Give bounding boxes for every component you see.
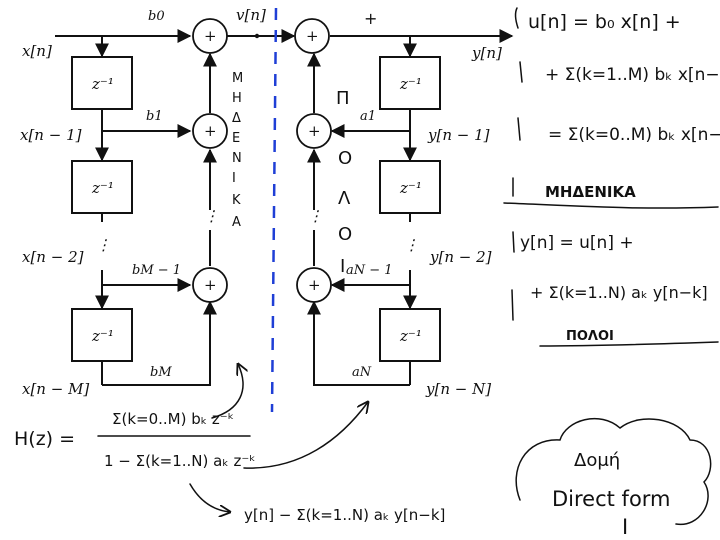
iir-equations: y[n] = u[n] + + Σ(k=1..N) aₖ y[n−k] ΠΟΛΟ… bbox=[511, 231, 719, 347]
adder bbox=[296, 113, 332, 149]
tf-numerator: Σ(k=0..M) bₖ z⁻ᵏ bbox=[112, 410, 234, 428]
fir-equations: u[n] = b₀ x[n] + + Σ(k=1..M) bₖ x[n−k] =… bbox=[503, 7, 720, 209]
delay-box bbox=[71, 160, 133, 214]
dots: ⋮ bbox=[96, 236, 111, 254]
zeros-letter: Δ bbox=[232, 111, 241, 126]
dots: ⋮ bbox=[204, 207, 219, 225]
signal-label: x[n − 2] bbox=[22, 248, 84, 266]
delay-label: z⁻¹ bbox=[91, 327, 114, 345]
structure-title: Δομή bbox=[574, 450, 620, 471]
signal-label: y[n − 2] bbox=[429, 248, 492, 266]
bracket-mark bbox=[517, 117, 521, 141]
cloud-outline bbox=[515, 417, 712, 525]
separator-line bbox=[539, 341, 719, 347]
bracket-mark bbox=[514, 7, 519, 29]
coeff-label: aN − 1 bbox=[346, 263, 393, 278]
adder-symbol: + bbox=[306, 27, 319, 45]
separator-line bbox=[503, 202, 719, 209]
coeff-label: bM bbox=[150, 365, 172, 380]
signal-label: x[n] bbox=[22, 42, 52, 60]
poles-letter: Ι bbox=[340, 256, 345, 277]
signal-label: v[n] bbox=[236, 6, 266, 24]
coeff-label: a1 bbox=[360, 109, 376, 124]
poles-letter: Π bbox=[336, 88, 350, 109]
poles-letter: Ο bbox=[338, 224, 352, 245]
delay-label: z⁻¹ bbox=[91, 179, 114, 197]
fir-eq-line3: = Σ(k=0..M) bₖ x[n−k] bbox=[548, 125, 720, 145]
delay-box bbox=[379, 160, 441, 214]
zeros-vertical-label: Μ Η Δ Ε Ν Ι Κ Α bbox=[232, 71, 243, 230]
poles-letter: Λ bbox=[338, 188, 351, 209]
zeros-letter: Η bbox=[232, 91, 242, 106]
adder-symbol: + bbox=[308, 276, 321, 294]
signal-label: x[n − M] bbox=[22, 380, 89, 398]
dots: ⋮ bbox=[308, 207, 323, 225]
divider-line bbox=[270, 7, 278, 413]
tap-line bbox=[307, 300, 410, 386]
zeros-letter: Α bbox=[232, 215, 241, 230]
adder-symbol: + bbox=[204, 122, 217, 140]
adder-symbol: + bbox=[308, 122, 321, 140]
tap-line bbox=[102, 300, 217, 386]
transfer-function: H(z) = Σ(k=0..M) bₖ z⁻ᵏ 1 − Σ(k=1..N) aₖ… bbox=[14, 364, 445, 524]
feedforward-section: z⁻¹ z⁻¹ z⁻¹ ⋮ ⋮ + + + x[n] x[n − 1] x[n … bbox=[20, 9, 228, 398]
adder bbox=[192, 267, 228, 303]
adder-symbol: + bbox=[204, 276, 217, 294]
denominator-arrow bbox=[243, 402, 368, 469]
zeros-letter: Μ bbox=[232, 71, 243, 86]
bracket-mark bbox=[519, 61, 523, 83]
plus-marker: + bbox=[364, 9, 377, 28]
zeros-letter: Ε bbox=[232, 131, 240, 146]
delay-label: z⁻¹ bbox=[399, 327, 422, 345]
adder bbox=[294, 18, 330, 54]
coeff-label: bM − 1 bbox=[132, 263, 181, 278]
coeff-label: aN bbox=[352, 365, 372, 380]
signal-label: x[n − 1] bbox=[20, 126, 82, 144]
difference-equation: y[n] − Σ(k=1..N) aₖ y[n−k] bbox=[244, 506, 445, 524]
iir-eq-line1: y[n] = u[n] + bbox=[520, 233, 634, 253]
bracket-mark bbox=[512, 231, 515, 253]
bracket-mark bbox=[511, 289, 514, 321]
delay-box bbox=[379, 308, 441, 362]
structure-numeral: I bbox=[622, 515, 628, 539]
delay-box bbox=[379, 56, 441, 110]
adder bbox=[192, 113, 228, 149]
delay-label: z⁻¹ bbox=[399, 75, 422, 93]
dots: ⋮ bbox=[404, 236, 419, 254]
tf-denominator: 1 − Σ(k=1..N) aₖ z⁻ᵏ bbox=[104, 452, 256, 470]
delay-label: z⁻¹ bbox=[91, 75, 114, 93]
poles-letter: Ο bbox=[338, 148, 352, 169]
numerator-arrow bbox=[211, 364, 243, 419]
poles-vertical-label: Π Ο Λ Ο Ι bbox=[336, 88, 352, 277]
zeros-letter: Κ bbox=[232, 193, 241, 208]
adder bbox=[296, 267, 332, 303]
structure-cloud: Δομή Direct form I bbox=[515, 417, 712, 539]
tf-lhs: H(z) = bbox=[14, 428, 75, 450]
iir-label: ΠΟΛΟΙ bbox=[566, 329, 614, 344]
signal-label: y[n − 1] bbox=[427, 126, 490, 144]
coeff-label: b1 bbox=[146, 109, 163, 124]
structure-name: Direct form bbox=[552, 487, 671, 511]
delay-label: z⁻¹ bbox=[399, 179, 422, 197]
delay-box bbox=[71, 56, 133, 110]
fir-label: ΜΗΔΕΝΙΚΑ bbox=[545, 183, 636, 201]
fir-eq-line2: + Σ(k=1..M) bₖ x[n−k] bbox=[545, 65, 720, 85]
fir-eq-line1: u[n] = b₀ x[n] + bbox=[528, 11, 681, 33]
coeff-label: b0 bbox=[148, 9, 165, 24]
delay-box bbox=[71, 308, 133, 362]
signal-label: y[n] bbox=[471, 44, 502, 62]
signal-label: y[n − N] bbox=[425, 380, 491, 398]
adder-symbol: + bbox=[204, 27, 217, 45]
feedback-section: ⋮ z⁻¹ z⁻¹ z⁻¹ ⋮ + + + y[n] y[n − 1] y[n … bbox=[294, 18, 514, 398]
iir-eq-line2: + Σ(k=1..N) aₖ y[n−k] bbox=[530, 283, 708, 302]
v-node bbox=[254, 33, 260, 39]
zeros-letter: Ι bbox=[232, 171, 236, 186]
diffeq-arrow bbox=[189, 483, 230, 512]
zeros-letter: Ν bbox=[232, 151, 242, 166]
